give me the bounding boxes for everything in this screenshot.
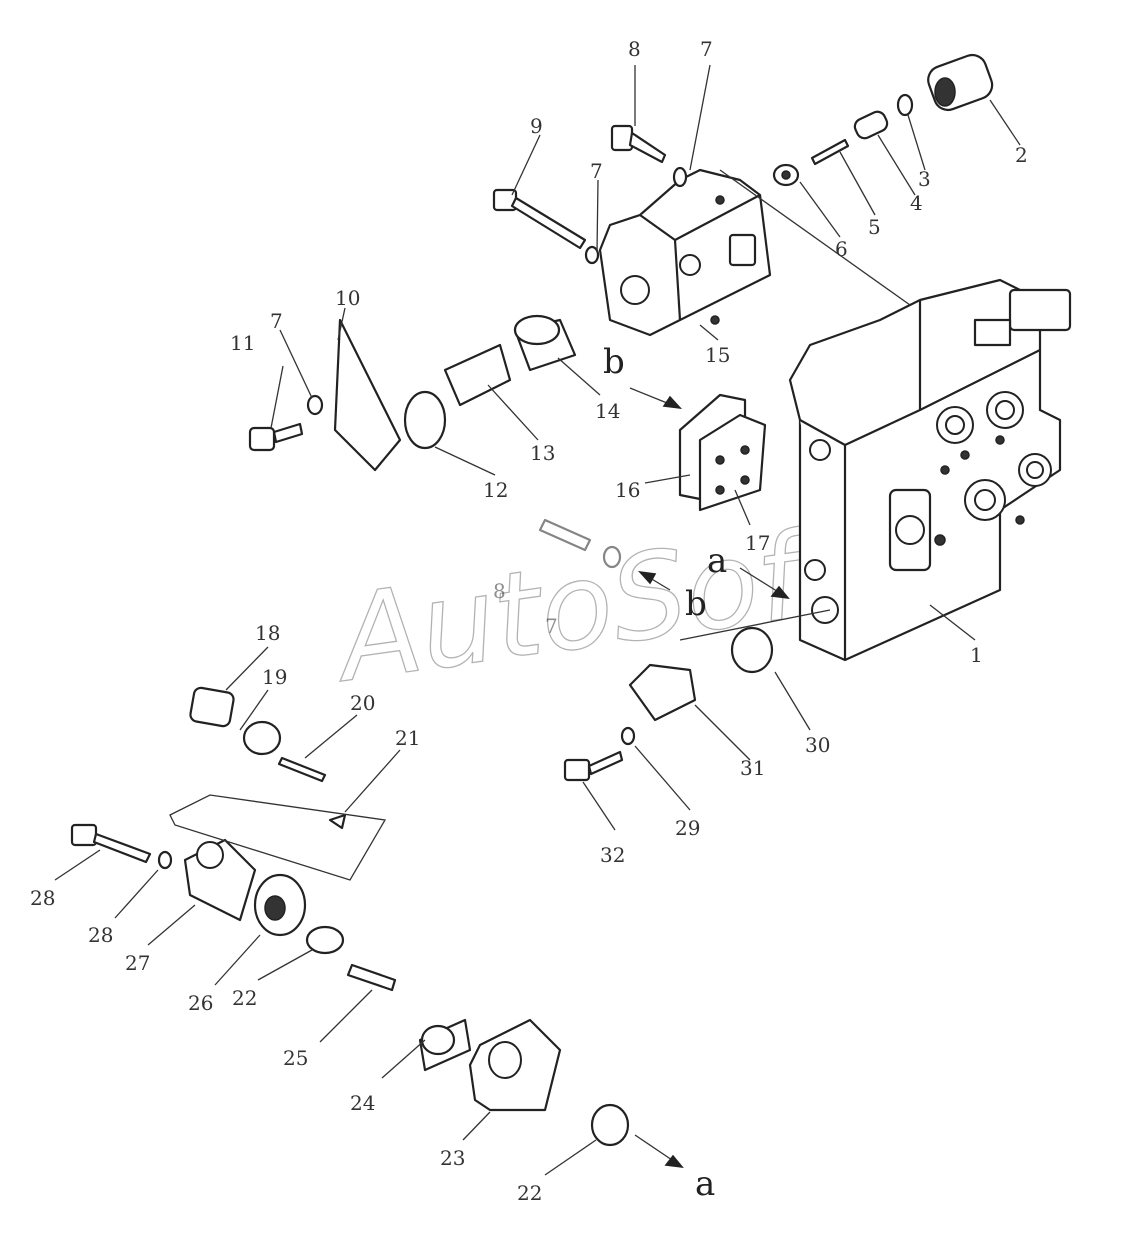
callout-10: 10 [335,286,360,310]
part-5-spring [810,138,850,166]
flow-label-a: a [707,541,727,581]
part-1-valve-body [788,278,1072,662]
callout-29: 28 [30,886,55,910]
callout-30: 30 [805,733,830,757]
part-31-cover [628,663,697,722]
callout-28: 28 [88,923,113,947]
part-11-bolt [248,422,304,452]
part-28-washer-a [157,850,173,870]
part-22-oring-b [590,1103,630,1147]
part-12-oring [403,390,447,450]
part-24-sleeve [418,1018,472,1072]
callout-22: 22 [517,1181,542,1205]
callout-17: 17 [745,531,770,555]
callout-31: 31 [740,756,765,780]
part-9-bolt [492,188,587,250]
part-27-cap [183,838,257,922]
callout-6: 6 [835,237,848,261]
callout-8-faint: 8 [493,579,506,603]
part-10-cover-plate [333,318,402,472]
part-8-bolt-faint [538,518,592,552]
callout-15: 15 [705,343,730,367]
callout-19: 19 [262,665,287,689]
flow-arrow-a-bottom [634,1134,684,1169]
callout-20: 20 [350,691,375,715]
callout-4: 4 [910,191,923,215]
callout-13: 13 [530,441,555,465]
callout-16: 16 [615,478,640,502]
part-3-oring [896,93,914,117]
part-15-cover-block [598,168,772,337]
callout-23: 23 [440,1146,465,1170]
part-26-disc [253,873,307,937]
callout-2: 2 [1015,143,1028,167]
leader-lines [54,64,1021,1176]
callout-7-faint: 7 [545,614,558,638]
callout-24: 24 [350,1091,375,1115]
flow-arrow-a-mid [739,567,790,600]
part-17-plate [698,413,767,512]
callout-3: 3 [918,167,931,191]
part-6-poppet [772,163,800,187]
callout-27: 27 [125,951,150,975]
part-7-washer-b [584,245,600,265]
flow-arrow-b-top [629,387,683,410]
part-21-needle [328,813,347,830]
callout-26: 26 [188,991,213,1015]
callout-25: 25 [283,1046,308,1070]
part-14-piston [513,314,577,372]
callout-11: 11 [230,331,255,355]
flow-label-b: b [685,584,707,624]
callout-7: 7 [590,159,603,183]
part-30-oring [730,626,774,674]
callout-1: 1 [970,643,983,667]
callout-7: 7 [270,309,283,333]
callout-18: 18 [255,621,280,645]
callout-22: 22 [232,986,257,1010]
callout-12: 12 [483,478,508,502]
part-8-bolt [610,124,667,164]
part-2-plug [927,53,994,112]
flow-label-b: b [603,342,625,382]
callout-21: 21 [395,726,420,750]
flow-arrow-b-mid [637,570,671,591]
callout-5: 5 [868,215,881,239]
flow-label-a: a [695,1164,715,1204]
part-19-nut [242,720,282,756]
part-23-flange [468,1018,562,1112]
part-25-spring [346,963,397,992]
part-7-washer-c [306,394,324,416]
callout-32: 32 [600,843,625,867]
part-13-spring [443,343,512,407]
callouts: 2 3 4 5 6 7 7 7 8 9 10 11 12 13 14 15 16… [30,37,1028,1205]
part-20-spring [277,756,327,783]
part-29-bolt [70,823,152,864]
part-28-washer-b [620,726,636,746]
callout-9: 9 [530,114,543,138]
callout-8: 8 [628,37,641,61]
part-7-washer-faint [602,545,622,569]
part-32-bolt [563,750,624,782]
callout-7: 7 [700,37,713,61]
callout-28: 29 [675,816,700,840]
part-22-oring-a [305,925,345,955]
part-4-sleeve [853,110,889,140]
part-7-washer-a [672,166,688,188]
callout-14: 14 [595,399,620,423]
part-18-plug [189,686,235,728]
